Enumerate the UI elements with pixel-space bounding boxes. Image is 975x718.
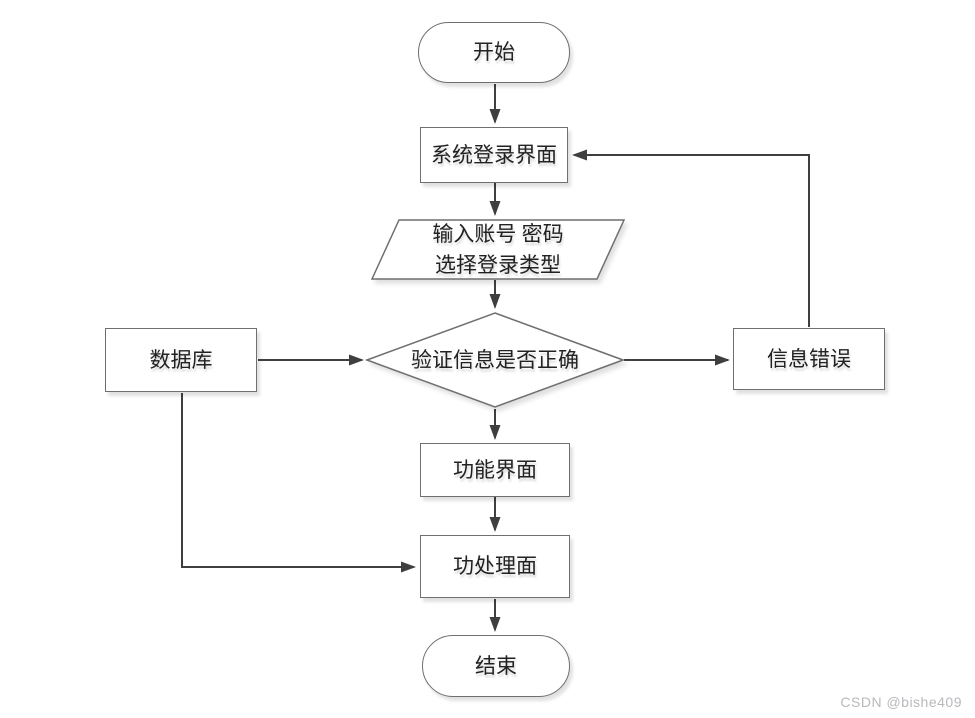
node-start-label: 开始 [473, 40, 515, 65]
csdn-watermark: CSDN @bishe409 [840, 694, 962, 710]
node-info-error-label: 信息错误 [767, 346, 851, 371]
diamond-shape [365, 312, 625, 408]
edge-error-to-login [572, 149, 810, 327]
node-function-screen-label: 功能界面 [453, 457, 537, 482]
node-verify-decision-label: 验证信息是否正确 [411, 347, 579, 372]
node-end: 结束 [422, 635, 570, 697]
node-start: 开始 [418, 22, 570, 83]
node-function-screen: 功能界面 [420, 443, 570, 497]
node-processing-screen-label: 功处理面 [453, 554, 537, 579]
node-end-label: 结束 [475, 653, 517, 678]
node-processing-screen: 功处理面 [420, 535, 570, 598]
node-verify-decision: 验证信息是否正确 [365, 311, 625, 409]
edge-database-to-processing [181, 393, 416, 573]
node-login-screen-label: 系统登录界面 [431, 142, 557, 167]
node-input-credentials-line2: 选择登录类型 [435, 252, 561, 277]
node-login-screen: 系统登录界面 [420, 127, 568, 183]
node-database-label: 数据库 [149, 347, 213, 372]
node-input-credentials: 输入账号 密码 选择登录类型 [371, 219, 625, 280]
parallelogram-shape [371, 219, 625, 280]
node-database: 数据库 [105, 328, 257, 392]
node-input-credentials-line1: 输入账号 密码 [432, 222, 564, 247]
node-info-error: 信息错误 [733, 328, 885, 390]
